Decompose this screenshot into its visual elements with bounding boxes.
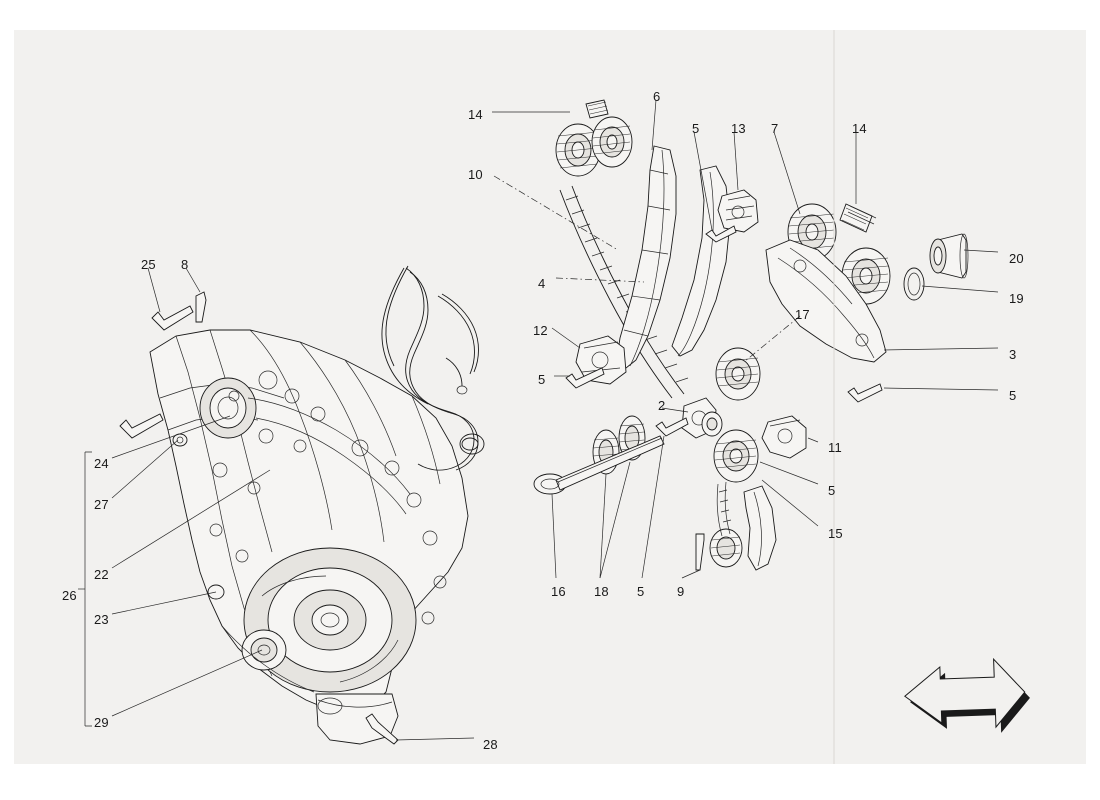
callout-8: 8 bbox=[181, 257, 189, 272]
callout-24: 24 bbox=[94, 456, 109, 471]
callout-23: 23 bbox=[94, 612, 109, 627]
callout-5-lower-right: 5 bbox=[828, 483, 836, 498]
cam-sprocket-pair-right bbox=[787, 203, 891, 305]
callout-20: 20 bbox=[1009, 251, 1024, 266]
page-margin-left bbox=[0, 0, 14, 800]
callout-11: 11 bbox=[828, 440, 842, 455]
callout-10: 10 bbox=[468, 167, 483, 182]
callout-27: 27 bbox=[94, 497, 109, 512]
bracket-12 bbox=[575, 335, 627, 385]
callout-15: 15 bbox=[828, 526, 843, 541]
timing-chain bbox=[559, 185, 689, 399]
callout-12: 12 bbox=[533, 323, 548, 338]
timing-cover-bracket-right bbox=[765, 239, 887, 363]
callout-2: 2 bbox=[658, 398, 666, 413]
engine-front-cover-group bbox=[149, 329, 469, 745]
cam-sprocket-pair-left bbox=[555, 99, 633, 177]
callout-29: 29 bbox=[94, 715, 109, 730]
callout-9: 9 bbox=[677, 584, 685, 599]
callout-6: 6 bbox=[653, 89, 661, 104]
callout-26: 26 bbox=[62, 588, 77, 603]
shaft-and-gears-center bbox=[533, 397, 723, 495]
bolts-group bbox=[119, 225, 883, 745]
callout-28: 28 bbox=[483, 737, 498, 752]
chain-guide-rail bbox=[615, 145, 677, 369]
front-cover-gasket bbox=[381, 265, 485, 471]
seal-ring-19 bbox=[903, 267, 925, 301]
chain-tensioner-13 bbox=[717, 189, 759, 233]
callout-4: 4 bbox=[538, 276, 546, 291]
callout-14-upper-right: 14 bbox=[852, 121, 867, 136]
callout-3: 3 bbox=[1009, 347, 1017, 362]
center-sprocket-cluster bbox=[709, 347, 761, 568]
callout-19: 19 bbox=[1009, 291, 1024, 306]
callout-5-right: 5 bbox=[1009, 388, 1017, 403]
callout-25: 25 bbox=[141, 257, 156, 272]
bushing-20 bbox=[929, 233, 969, 279]
callout-16: 16 bbox=[551, 584, 566, 599]
callout-5-bottom: 5 bbox=[637, 584, 645, 599]
callout-14-upper-left: 14 bbox=[468, 107, 483, 122]
callout-5-bracket12: 5 bbox=[538, 372, 546, 387]
page-margin-top bbox=[0, 0, 1100, 30]
direction-arrow-graphic bbox=[904, 657, 1030, 733]
bracket-11 bbox=[761, 415, 807, 459]
callout-17: 17 bbox=[795, 307, 810, 322]
guide-rail-15 bbox=[743, 485, 777, 571]
page-margin-bottom bbox=[0, 764, 1100, 800]
callout-7: 7 bbox=[771, 121, 779, 136]
page-margin-right bbox=[1086, 0, 1100, 800]
callout-18: 18 bbox=[594, 584, 609, 599]
callout-13: 13 bbox=[731, 121, 746, 136]
tensioner-rail-long bbox=[671, 165, 731, 357]
callout-5-top: 5 bbox=[692, 121, 700, 136]
callout-22: 22 bbox=[94, 567, 109, 582]
leader-lines bbox=[78, 99, 999, 741]
